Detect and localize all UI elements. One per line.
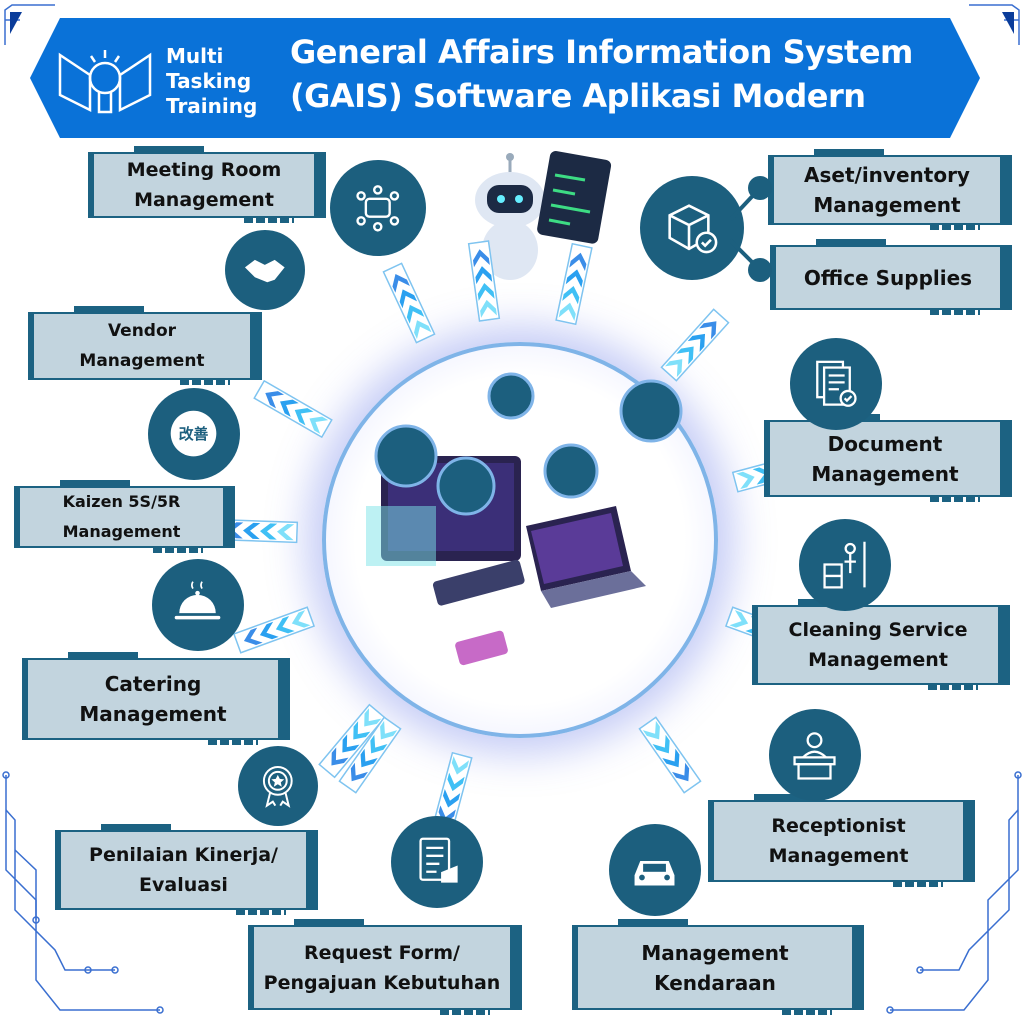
module-label-line2: Management [808, 649, 948, 671]
logo-icon [58, 50, 152, 114]
circuit-decoration-left [2, 771, 164, 1014]
module-label-line2: Kendaraan [654, 970, 776, 995]
module-label-line2: Management [62, 522, 181, 541]
brand-line: Training [166, 94, 258, 118]
module-label-line2: Pengajuan Kebutuhan [263, 971, 501, 994]
module-office-supplies: Office Supplies [770, 239, 1012, 315]
module-label-line1: Management [641, 940, 789, 965]
connector-lines [730, 176, 772, 282]
module-label-line1: Meeting Room [126, 159, 282, 181]
module-label-line1: Receptionist [771, 815, 906, 837]
arrow-icon [555, 242, 594, 325]
arrow-icon [467, 239, 500, 322]
robot-illustration [475, 151, 612, 280]
module-label-line1: Document [827, 431, 943, 456]
arrow-icon [638, 715, 702, 794]
module-label-line1: Request Form/ [304, 941, 460, 964]
circuit-decoration-right [886, 771, 1022, 1014]
arrow-icon [382, 261, 436, 344]
module-label-line1: Catering [104, 672, 202, 696]
cleaning-icon [799, 519, 891, 611]
box-check-icon [640, 176, 744, 280]
handshake-icon [225, 230, 305, 310]
module-kaizen: Kaizen 5S/5R Management [14, 480, 235, 553]
module-penilaian: Penilaian Kinerja/Evaluasi [55, 824, 318, 915]
svg-text:改善: 改善 [179, 426, 209, 444]
brand-line: Tasking [166, 69, 252, 93]
module-label: Kaizen 5S/5R Management [63, 487, 181, 547]
title-line-1: General Affairs Information System [290, 33, 913, 71]
module-label-line2: Management [79, 351, 205, 371]
car-icon [609, 824, 701, 916]
cloche-icon [152, 559, 244, 651]
module-label: Penilaian Kinerja/Evaluasi [89, 840, 278, 900]
computer-illustration [366, 372, 683, 666]
module-label-line2: Management [79, 702, 227, 726]
module-label-line1: Office Supplies [803, 265, 973, 290]
arrow-icon [232, 605, 315, 654]
module-label-line2: Management [813, 193, 961, 217]
module-label-line1: Aset/inventory [804, 163, 970, 187]
module-request-form: Request Form/Pengajuan Kebutuhan [248, 919, 522, 1015]
page-title: General Affairs Information System (GAIS… [290, 30, 970, 118]
form-icon [391, 816, 483, 908]
central-hub [322, 342, 718, 738]
meeting-icon [330, 160, 426, 256]
receptionist-icon [769, 709, 861, 801]
document-icon [790, 338, 882, 430]
award-icon [238, 746, 318, 826]
kaizen-icon: 改善 [148, 388, 240, 480]
title-line-2: (GAIS) Software Aplikasi Modern [290, 77, 866, 115]
module-label-line1: Vendor [107, 321, 177, 341]
arrow-icon [253, 379, 333, 439]
module-label-line2: Evaluasi [139, 874, 228, 896]
header-banner [30, 18, 980, 138]
module-label-line2: Management [811, 461, 959, 486]
module-label: Office Supplies [804, 263, 972, 293]
brand-line: Multi [166, 44, 224, 68]
module-label-line1: Penilaian Kinerja/ [89, 844, 278, 866]
module-label-line1: Kaizen 5S/5R [62, 492, 181, 511]
circuit-decoration-top-right [969, 4, 1020, 45]
module-label-line1: Cleaning Service [788, 619, 968, 641]
circuit-decoration-top-left [4, 4, 55, 45]
arrow-icon [660, 308, 730, 383]
arrow-icon [338, 715, 402, 794]
brand-name: Multi Tasking Training [166, 44, 257, 119]
module-label-line2: Management [134, 189, 274, 211]
arrow-icon [317, 703, 386, 779]
module-label: Request Form/Pengajuan Kebutuhan [264, 938, 501, 998]
module-label-line2: Management [768, 845, 909, 867]
